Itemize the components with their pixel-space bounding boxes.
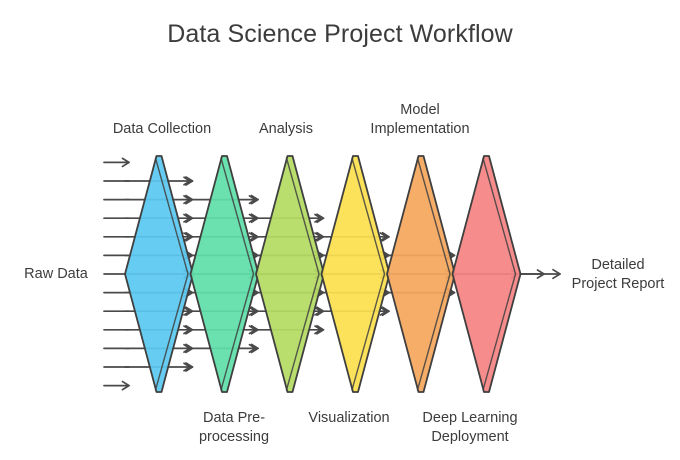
label-detailed-project-report: Detailed Project Report bbox=[571, 257, 665, 292]
label-raw-data: Raw Data bbox=[24, 266, 88, 282]
stage-data-preprocessing[interactable] bbox=[189, 155, 260, 393]
diamond-layer bbox=[124, 155, 522, 393]
label-data-collection: Data Collection bbox=[112, 121, 212, 137]
label-analysis: Analysis bbox=[259, 121, 313, 137]
stage-analysis[interactable] bbox=[255, 155, 325, 393]
stage-data-collection[interactable] bbox=[124, 155, 194, 393]
label-model-implementation: Model Implementation bbox=[370, 102, 470, 137]
stage-deep-learning-deployment[interactable] bbox=[451, 155, 522, 393]
stage-visualization[interactable] bbox=[320, 155, 391, 393]
page-title: Data Science Project Workflow bbox=[167, 20, 513, 48]
label-deep-learning-deployment: Deep Learning Deployment bbox=[422, 410, 518, 445]
stage-model-implementation[interactable] bbox=[386, 155, 456, 393]
label-visualization: Visualization bbox=[308, 410, 390, 426]
label-data-preprocessing: Data Pre- processing bbox=[198, 410, 270, 445]
